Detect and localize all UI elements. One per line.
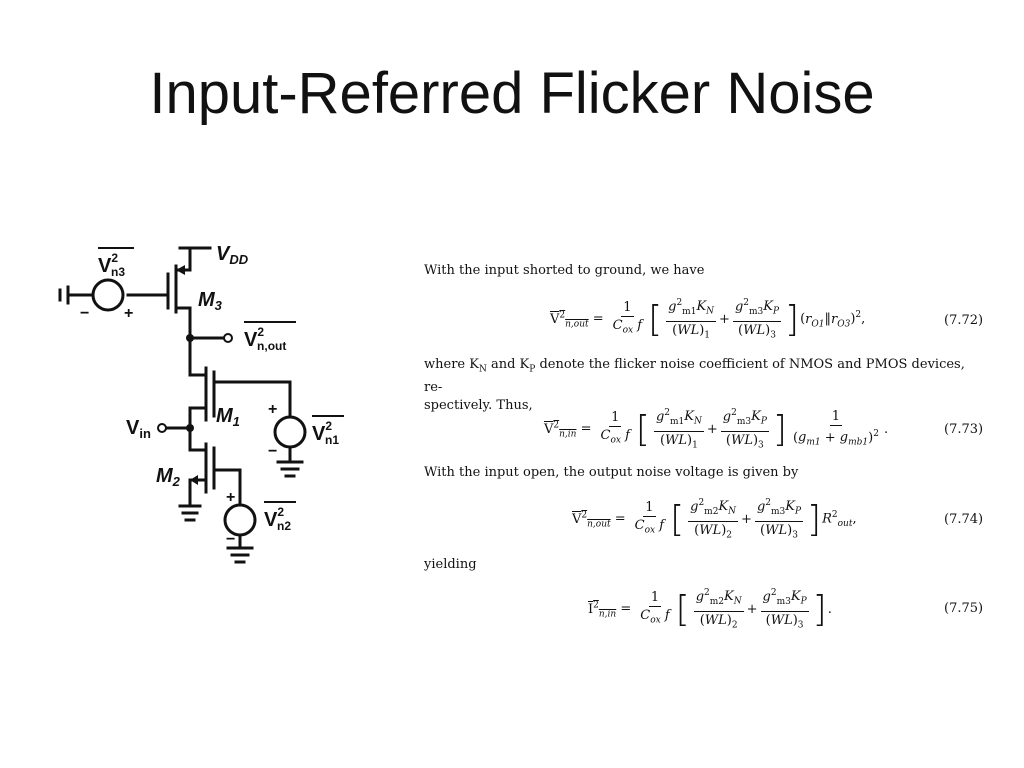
equation-number: (7.74)	[944, 512, 984, 527]
m2-label: M2	[156, 465, 181, 489]
vn2-minus: −	[226, 531, 235, 548]
equation-number: (7.72)	[944, 313, 984, 328]
vin-label: Vin	[126, 417, 151, 441]
intro-text: With the input shorted to ground, we hav…	[424, 263, 705, 278]
open-text: With the input open, the output noise vo…	[424, 465, 799, 480]
vdd-label: VDD	[216, 243, 249, 267]
m1-label: M1	[216, 405, 240, 429]
vn2-plus: +	[226, 489, 235, 506]
vn1-minus: −	[268, 443, 277, 460]
equation-number: (7.73)	[944, 422, 984, 437]
vn1-plus: +	[268, 401, 277, 418]
vn3-minus: −	[80, 305, 89, 322]
equation-number: (7.75)	[944, 601, 984, 616]
yielding-text: yielding	[424, 557, 477, 572]
where-text: where KN and KP denote the flicker noise…	[424, 357, 965, 413]
slide-title: Input-Referred Flicker Noise	[149, 61, 875, 126]
vn3-plus: +	[124, 305, 133, 322]
m3-label: M3	[198, 289, 223, 313]
